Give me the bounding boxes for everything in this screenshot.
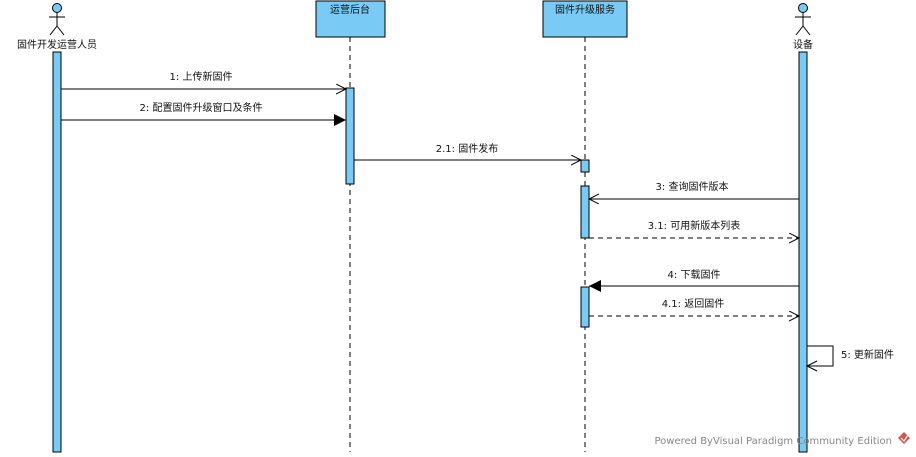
message-label: 2: 配置固件升级窗口及条件 (140, 101, 263, 114)
message-label: 5: 更新固件 (841, 348, 894, 361)
participant-ops-console: 运营后台 (315, 0, 386, 452)
actor-icon (49, 3, 65, 36)
participant-label: 固件升级服务 (555, 3, 615, 16)
message-5-self: 5: 更新固件 (805, 345, 894, 372)
arrowhead (805, 360, 818, 372)
visual-paradigm-logo-icon (898, 432, 910, 444)
message-2: 2: 配置固件升级窗口及条件 (61, 101, 346, 126)
participant-label: 设备 (793, 38, 813, 51)
message-label: 4: 下载固件 (668, 269, 721, 281)
message-label: 3: 查询固件版本 (656, 180, 729, 193)
participant-device: 设备 (793, 3, 813, 453)
message-3-1: 3.1: 可用新版本列表 (589, 219, 799, 238)
message-label: 2.1: 固件发布 (436, 142, 498, 155)
activation-bar (345, 87, 355, 185)
participant-label: 固件开发运营人员 (17, 38, 97, 51)
watermark-text: Powered ByVisual Paradigm Community Edit… (655, 436, 893, 447)
self-message-arrow (807, 345, 834, 367)
participant-label: 运营后台 (330, 3, 370, 16)
actor-icon (795, 3, 811, 36)
message-3: 3: 查询固件版本 (589, 180, 799, 199)
participant-box (315, 0, 386, 38)
message-label: 1: 上传新固件 (170, 70, 233, 83)
message-label: 4.1: 返回固件 (662, 298, 724, 310)
activation-bar (580, 159, 590, 173)
activation-bar (580, 286, 590, 328)
activation-bar (52, 51, 62, 453)
message-label: 3.1: 可用新版本列表 (648, 219, 740, 232)
participant-upgrade-service: 固件升级服务 (542, 0, 628, 452)
participant-operator: 固件开发运营人员 (17, 3, 97, 453)
message-4: 4: 下载固件 (589, 269, 799, 292)
activation-bar (798, 51, 808, 453)
message-2-1: 2.1: 固件发布 (354, 142, 581, 160)
message-1: 1: 上传新固件 (61, 70, 346, 89)
watermark: Powered ByVisual Paradigm Community Edit… (655, 432, 910, 447)
activation-bar (580, 185, 590, 239)
message-4-1: 4.1: 返回固件 (589, 298, 799, 316)
